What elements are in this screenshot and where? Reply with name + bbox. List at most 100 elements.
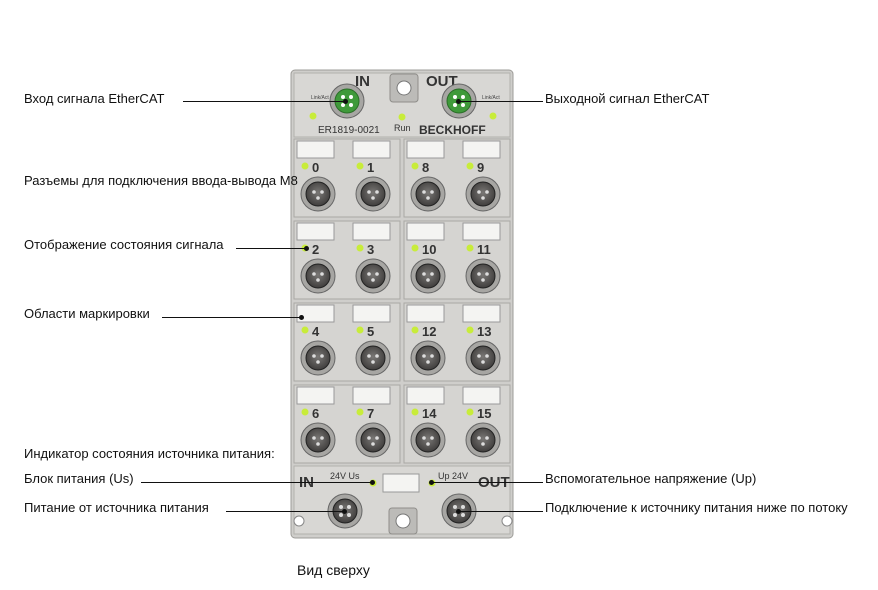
m8-connector-socket <box>415 427 441 453</box>
marking-area <box>352 222 391 241</box>
callout-ethercat-out: Выходной сигнал EtherCAT <box>545 91 710 106</box>
connector-pin <box>320 354 324 358</box>
signal-status-led <box>411 244 419 252</box>
connector-pin <box>375 272 379 276</box>
connector-pin <box>477 436 481 440</box>
model-label: ER1819-0021 <box>318 125 380 136</box>
channel-number: 10 <box>422 242 436 257</box>
marking-area <box>296 386 335 405</box>
connector-pin <box>320 190 324 194</box>
view-caption: Вид сверху <box>297 562 370 578</box>
connector-pin <box>316 442 320 446</box>
connector-pin <box>371 278 375 282</box>
leader-marking-areas <box>162 317 302 318</box>
channel-number: 8 <box>422 160 429 175</box>
run-label: Run <box>394 123 411 133</box>
callout-signal-status: Отображение состояния сигнала <box>24 237 224 252</box>
callout-power-downstream: Подключение к источнику питания ниже по … <box>545 500 848 515</box>
connector-pin <box>375 436 379 440</box>
signal-status-led <box>411 162 419 170</box>
led-link-out <box>489 112 497 120</box>
channel-number: 2 <box>312 242 319 257</box>
connector-pin <box>422 354 426 358</box>
connector-pin <box>485 354 489 358</box>
leader-power-downstream <box>459 511 543 512</box>
marking-area <box>462 304 501 323</box>
callout-power-feed: Питание от источника питания <box>24 500 209 515</box>
marking-area <box>406 222 445 241</box>
callout-marking-areas: Области маркировки <box>24 306 150 321</box>
marking-area <box>352 386 391 405</box>
connector-pin <box>371 360 375 364</box>
connector-pin <box>371 196 375 200</box>
connector-pin <box>430 354 434 358</box>
m8-connector-socket <box>360 427 386 453</box>
connector-pin <box>312 436 316 440</box>
callout-ethercat-in: Вход сигнала EtherCAT <box>24 91 165 106</box>
connector-pin <box>485 190 489 194</box>
leader-ethercat-out <box>459 101 543 102</box>
power-marking-area <box>382 473 420 493</box>
channel-number: 11 <box>477 242 491 257</box>
channel-number: 5 <box>367 324 374 339</box>
signal-status-led <box>466 326 474 334</box>
m8-connector-socket <box>360 181 386 207</box>
m8-connector-socket <box>360 263 386 289</box>
signal-status-led <box>356 162 364 170</box>
leader-signal-status <box>236 248 307 249</box>
channel-number: 3 <box>367 242 374 257</box>
m8-connector-socket <box>305 181 331 207</box>
m8-connector-socket <box>415 181 441 207</box>
marking-area <box>462 222 501 241</box>
brand-label: BECKHOFF <box>419 123 486 137</box>
channel-number: 13 <box>477 324 491 339</box>
marking-area <box>296 140 335 159</box>
connector-pin <box>481 278 485 282</box>
connector-pin <box>430 436 434 440</box>
channel-number: 4 <box>312 324 320 339</box>
marking-area <box>406 386 445 405</box>
connector-pin <box>485 272 489 276</box>
channel-number: 1 <box>367 160 374 175</box>
leader-power-us <box>141 482 373 483</box>
connector-pin <box>426 196 430 200</box>
m8-connector-socket <box>415 263 441 289</box>
connector-pin <box>422 436 426 440</box>
connector-pin <box>430 190 434 194</box>
m8-connector-socket <box>470 345 496 371</box>
channel-number: 15 <box>477 406 491 421</box>
connector-pin <box>312 354 316 358</box>
connector-pin <box>375 354 379 358</box>
signal-status-led <box>301 326 309 334</box>
m8-connector-socket <box>415 345 441 371</box>
channel-number: 9 <box>477 160 484 175</box>
m8-connector-socket <box>305 263 331 289</box>
connector-pin <box>477 190 481 194</box>
connector-pin <box>367 272 371 276</box>
channel-number: 12 <box>422 324 436 339</box>
leader-aux-voltage <box>432 482 543 483</box>
callout-aux-voltage: Вспомогательное напряжение (Uр) <box>545 471 757 486</box>
led-run <box>398 113 406 121</box>
connector-pin <box>422 272 426 276</box>
marking-area <box>296 222 335 241</box>
us-label: 24V Us <box>330 471 360 481</box>
connector-pin <box>426 360 430 364</box>
leader-dot <box>343 99 348 104</box>
callout-power-status-indicator: Индикатор состояния источника питания: <box>24 446 275 461</box>
m8-connector-socket <box>470 181 496 207</box>
channel-number: 7 <box>367 406 374 421</box>
connector-pin <box>426 278 430 282</box>
marking-area <box>462 140 501 159</box>
callout-power-us: Блок питания (Us) <box>24 471 134 486</box>
signal-status-led <box>301 162 309 170</box>
marking-area <box>352 304 391 323</box>
leader-dot <box>456 99 461 104</box>
link-act-out: Link/Act <box>482 95 500 101</box>
m8-connector-socket <box>305 345 331 371</box>
signal-status-led <box>411 326 419 334</box>
connector-pin <box>371 442 375 446</box>
connector-pin <box>320 272 324 276</box>
leader-ethercat-in <box>183 101 346 102</box>
